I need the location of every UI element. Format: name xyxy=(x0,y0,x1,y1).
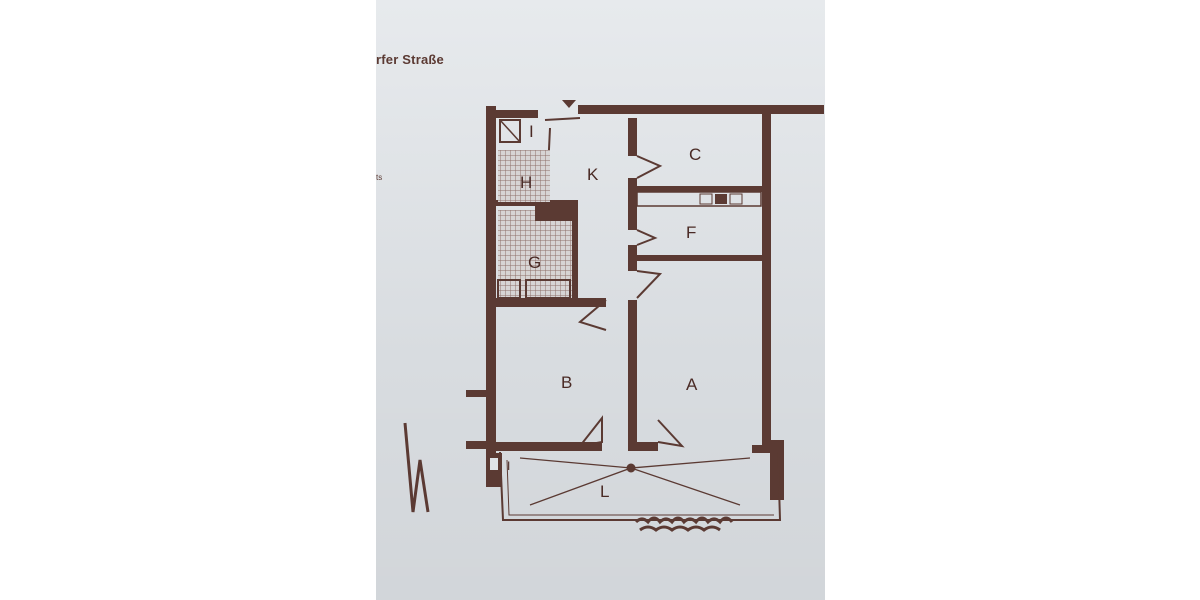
wall-f-a xyxy=(637,255,765,261)
bath-fixtures xyxy=(497,119,575,299)
wall-bath-side xyxy=(572,200,578,304)
wall-kitchen-mid xyxy=(628,178,637,230)
door-swing-f xyxy=(636,229,658,246)
entrance-marker xyxy=(562,100,576,108)
wall-left-utility xyxy=(496,298,606,307)
room-label-c: C xyxy=(689,145,701,164)
room-label-b: B xyxy=(561,373,572,392)
west-stub-upper xyxy=(466,390,488,397)
wall-b-a-divider xyxy=(628,300,637,450)
west-wall xyxy=(486,106,496,486)
wall-c-f xyxy=(637,186,765,192)
door-swing-b xyxy=(577,415,603,448)
room-label-l: L xyxy=(600,482,609,501)
room-label-a: A xyxy=(686,375,698,394)
room-label-k: K xyxy=(587,165,599,184)
wall-kitchen-upper xyxy=(628,118,637,156)
north-arrow-icon xyxy=(403,422,430,513)
wall-bath-top xyxy=(496,200,576,206)
wc-tiles xyxy=(498,150,550,202)
hall-diagonal xyxy=(544,117,581,171)
balcony xyxy=(486,451,782,521)
wall-south-mid xyxy=(628,442,658,451)
door-swing-c xyxy=(636,155,663,179)
wall-south-left xyxy=(486,442,602,451)
east-wall-lower xyxy=(770,440,784,500)
margin-text-fragment: ts xyxy=(376,173,383,182)
room-label-i-top: I xyxy=(529,122,534,141)
room-label-f: F xyxy=(686,223,696,242)
door-swing-k xyxy=(577,299,607,331)
door-swing-a xyxy=(657,419,685,448)
wall-south-right xyxy=(752,445,782,453)
bath-tiles xyxy=(498,210,572,298)
wall-kitchen-lower xyxy=(628,245,637,271)
door-swing-a-entry xyxy=(636,270,663,299)
kitchen-counter xyxy=(636,191,762,207)
room-label-g: G xyxy=(528,253,541,272)
plant-scribble xyxy=(634,516,734,532)
west-stub-lower xyxy=(466,441,488,449)
north-wall xyxy=(578,105,824,114)
street-name-label: rfer Straße xyxy=(376,52,444,67)
room-label-i-bottom: I xyxy=(507,459,510,473)
north-wall-left xyxy=(486,110,538,118)
room-label-h: H xyxy=(520,173,532,192)
